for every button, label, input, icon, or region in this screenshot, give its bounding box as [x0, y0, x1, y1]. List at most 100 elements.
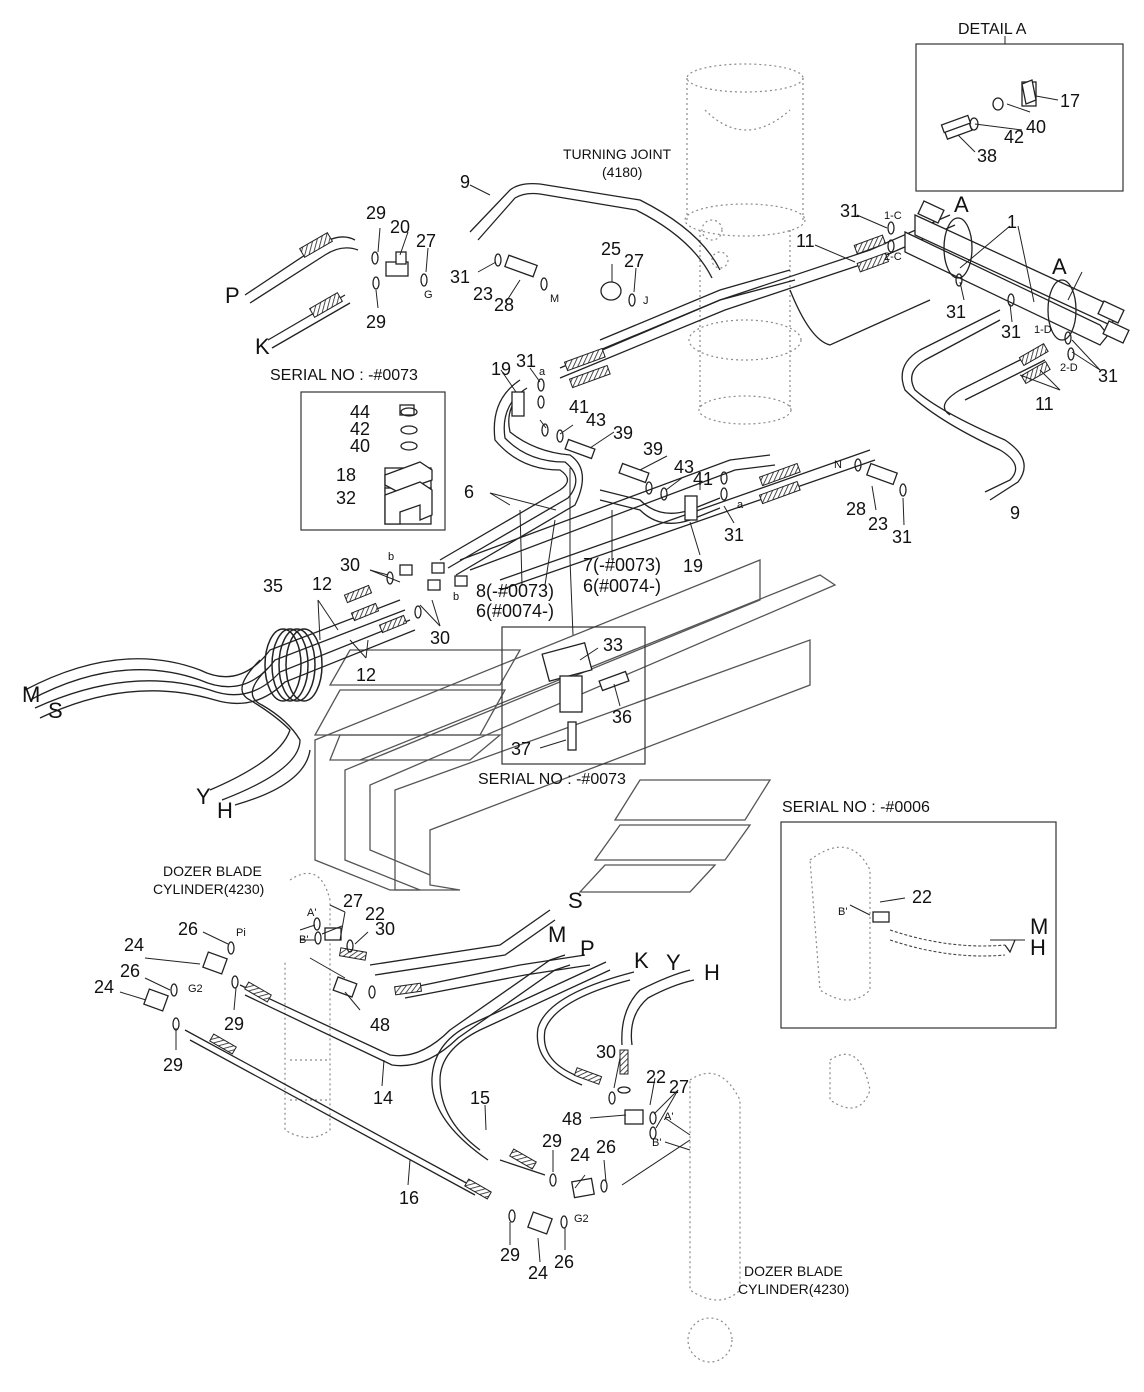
serial-heading-mid: SERIAL NO : -#0073: [478, 771, 626, 788]
callout-31-e: 31: [1098, 366, 1119, 386]
serial-heading-right: SERIAL NO : -#0006: [782, 799, 930, 816]
callout-11: 11: [796, 231, 815, 251]
mark-a-prime-left: A': [307, 907, 317, 919]
clamp-35: [264, 628, 323, 702]
mark-g2-left: G2: [188, 983, 203, 995]
dozer-left-label-1: DOZER BLADE: [163, 863, 262, 879]
detail-a-box: [915, 43, 1124, 192]
port-m-detail: M: [1030, 914, 1049, 939]
callout-26-d: 26: [554, 1252, 575, 1272]
serial-box-mid: [501, 626, 646, 765]
callout-43: 43: [586, 410, 607, 430]
turning-joint-code: (4180): [602, 164, 643, 180]
mark-1c: 1-C: [884, 210, 902, 222]
callout-31-h: 31: [892, 527, 913, 547]
callout-31-g: 31: [724, 525, 745, 545]
leader-lines: [119, 36, 1101, 1263]
callout-35: 35: [263, 576, 284, 596]
callout-15: 15: [470, 1088, 491, 1108]
callout-27-b: 27: [624, 251, 645, 271]
callout-29-b: 29: [366, 312, 387, 332]
serial-box-right: [780, 821, 1057, 1029]
callout-17: 17: [1060, 91, 1081, 111]
dozer-left-label-2: CYLINDER(4230): [153, 881, 265, 897]
port-s-lower: S: [568, 888, 583, 913]
callout-24-b: 24: [94, 977, 115, 997]
callout-24-c: 24: [570, 1145, 591, 1165]
detail-a-heading: DETAIL A: [958, 21, 1027, 38]
clamp-parts: [384, 79, 1037, 525]
callout-22-b: 22: [365, 904, 386, 924]
callout-42: 42: [1004, 127, 1025, 147]
pipe-bundle: [24, 182, 1046, 1196]
detail-a-marker-2: A: [1052, 254, 1067, 279]
mark-n: N: [834, 459, 842, 471]
callout-29: 29: [366, 203, 387, 223]
callout-26: 26: [178, 919, 199, 939]
port-h-left: H: [217, 798, 233, 823]
callout-14: 14: [373, 1088, 394, 1108]
callout-44: 44: [350, 402, 371, 422]
port-y-left: Y: [196, 784, 211, 809]
dozer-cylinder-ghost: [284, 846, 871, 1363]
mark-2d: 2-D: [1060, 362, 1078, 374]
callout-12: 12: [312, 574, 333, 594]
callout-31-d: 31: [1001, 322, 1022, 342]
mark-b-prime-right: B': [652, 1137, 662, 1149]
detail-a-marker-1: A: [954, 192, 969, 217]
callout-41: 41: [569, 397, 590, 417]
serial-heading-top: SERIAL NO : -#0073: [270, 367, 418, 384]
callout-29-c: 29: [224, 1014, 245, 1034]
port-h-detail: H: [1030, 935, 1046, 960]
mark-g: G: [424, 289, 433, 301]
port-k-lower: K: [634, 948, 649, 973]
mark-a-lower: a: [737, 499, 744, 511]
callout-32: 32: [336, 488, 357, 508]
callout-43-b: 43: [674, 457, 695, 477]
callout-31: 31: [450, 267, 471, 287]
mark-a-top: a: [539, 366, 546, 378]
detail-a-ring-2: [1047, 279, 1077, 341]
serial-right-hose: [889, 929, 1006, 957]
port-m-left: M: [22, 682, 41, 707]
detail-a-ring-1: [943, 217, 973, 279]
turning-joint-label: TURNING JOINT: [563, 146, 672, 162]
mark-2c: 2-C: [884, 251, 902, 263]
callout-29-e: 29: [542, 1131, 563, 1151]
callout-6: 6: [464, 482, 475, 502]
callout-6-b: 6(#0074-): [583, 576, 662, 596]
port-y-lower: Y: [666, 950, 681, 975]
serial-box-top: [300, 391, 446, 531]
callout-28-b: 28: [846, 499, 867, 519]
callout-26-b: 26: [120, 961, 141, 981]
callout-30-d: 30: [596, 1042, 617, 1062]
mark-a-prime-right: A': [664, 1111, 674, 1123]
port-s-left: S: [48, 698, 63, 723]
callout-30-c: 30: [375, 919, 396, 939]
callout-30-b: 30: [430, 628, 451, 648]
mark-g2-right: G2: [574, 1213, 589, 1225]
callout-27-d: 27: [669, 1077, 690, 1097]
callout-39-b: 39: [643, 439, 664, 459]
callout-26-c: 26: [596, 1137, 617, 1157]
callout-25: 25: [601, 239, 622, 259]
callout-38: 38: [977, 146, 998, 166]
callout-19: 19: [491, 359, 512, 379]
callout-22-c: 22: [646, 1067, 667, 1087]
callout-31-f: 31: [516, 351, 537, 371]
port-h-lower: H: [704, 960, 720, 985]
dozer-right-label-1: DOZER BLADE: [744, 1263, 843, 1279]
callout-18: 18: [336, 465, 357, 485]
callout-29-f: 29: [500, 1245, 521, 1265]
callout-9: 9: [460, 172, 471, 192]
callout-41-b: 41: [693, 469, 714, 489]
mark-b-prime-detail: B': [838, 906, 848, 918]
callout-19-b: 19: [683, 556, 704, 576]
callout-27-c: 27: [343, 891, 364, 911]
callout-40: 40: [1026, 117, 1047, 137]
manifold-1: [904, 200, 1130, 346]
callout-24-d: 24: [528, 1263, 549, 1283]
callout-20: 20: [390, 217, 411, 237]
callout-31-c: 31: [946, 302, 967, 322]
callout-23: 23: [473, 284, 494, 304]
